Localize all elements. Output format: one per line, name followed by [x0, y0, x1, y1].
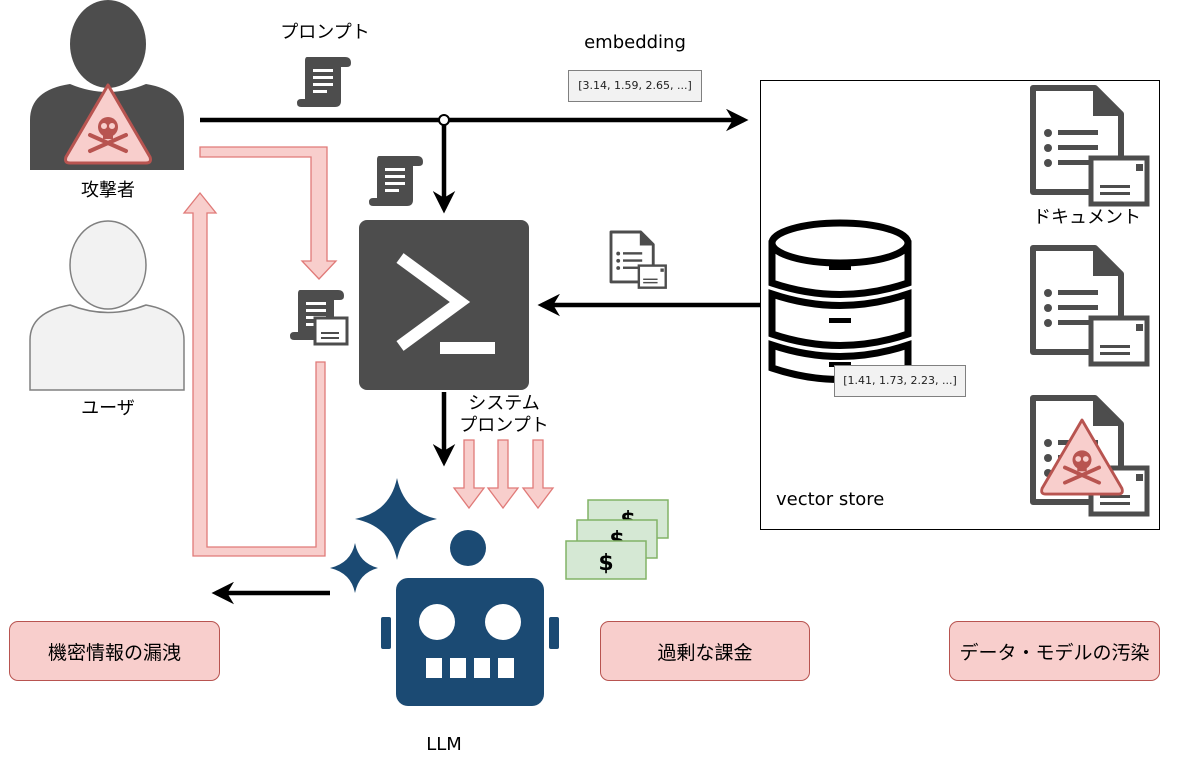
injection-arrow: [199, 146, 338, 280]
vector-store-label: vector store: [776, 489, 885, 510]
junction-point: [438, 114, 450, 126]
sparkle-icon: [330, 478, 437, 593]
document-icon: [1033, 248, 1147, 364]
skull-warning-icon: [1040, 418, 1124, 496]
system-prompt-label-line1: システム: [468, 393, 540, 414]
risk-excess-billing: 過剰な課金: [600, 621, 810, 681]
document-icon: [1033, 88, 1147, 204]
embedding-label: embedding: [584, 32, 686, 53]
database-icon: [768, 219, 912, 383]
documents-label: ドキュメント: [1033, 207, 1141, 228]
system-prompt-arrows: [452, 439, 555, 510]
leak-return-arrow: [182, 191, 326, 557]
scroll-icon: [290, 290, 349, 346]
prompt-label: プロンプト: [280, 22, 370, 43]
attacker-label: 攻撃者: [81, 180, 135, 201]
system-prompt-label-line2: プロンプト: [459, 415, 549, 436]
money-icon: $ $ $: [565, 499, 669, 580]
user-label: ユーザ: [81, 398, 135, 419]
robot-icon: [381, 530, 559, 706]
user-icon: [29, 220, 185, 391]
query-embedding-box: [3.14, 1.59, 2.65, ...]: [568, 70, 702, 102]
risk-data-poisoning: データ・モデルの汚染: [949, 621, 1160, 681]
svg-text:$: $: [598, 551, 613, 576]
risk-data-leak: 機密情報の漏洩: [9, 621, 220, 681]
llm-label: LLM: [426, 734, 462, 755]
stored-embedding-box: [1.41, 1.73, 2.23, ...]: [834, 365, 966, 397]
terminal-icon: [359, 220, 529, 390]
